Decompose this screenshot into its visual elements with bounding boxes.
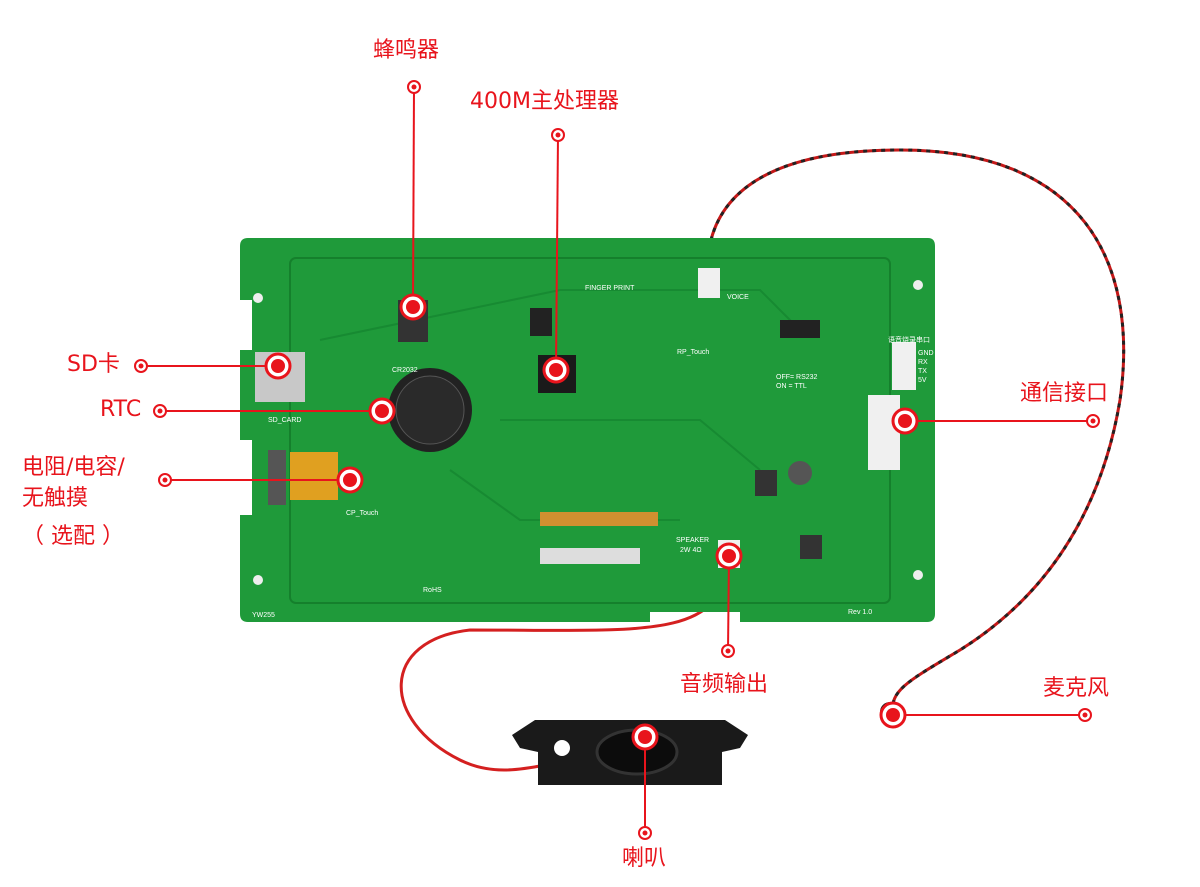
big-marker-dot-buzzer	[406, 300, 420, 314]
small-marker-dot-buzzer	[411, 84, 417, 90]
silk-finger-print: FINGER PRINT	[585, 285, 635, 292]
silk-rohs: RoHS	[423, 587, 442, 594]
label-touch-line2: 无触摸	[22, 486, 89, 511]
small-marker-dot-audio-out	[725, 648, 731, 654]
label-rtc: RTC	[100, 397, 142, 422]
silk-model: YW255	[252, 612, 275, 619]
big-marker-dot-speaker	[638, 730, 652, 744]
label-buzzer: 蜂鸣器	[373, 38, 440, 63]
label-sd-card: SD卡	[67, 352, 120, 377]
big-marker-dot-sd-card	[271, 359, 285, 373]
big-marker-dot-processor	[549, 363, 563, 377]
big-marker-dot-rtc	[375, 404, 389, 418]
silk-pin-gnd: GND	[918, 350, 934, 357]
small-marker-dot-processor	[555, 132, 561, 138]
big-marker-dot-microphone	[886, 708, 900, 722]
big-marker-dot-comm-port	[898, 414, 912, 428]
callout-line-buzzer	[412, 86, 415, 308]
microphone-cable	[705, 148, 1126, 713]
big-marker-dot-audio-out	[722, 549, 736, 563]
label-speaker: 喇叭	[622, 846, 667, 871]
silk-rs232: OFF= RS232	[776, 374, 818, 381]
label-touch-line1: 电阻/电容/	[22, 455, 125, 480]
callout-line-audio-out	[727, 555, 730, 652]
small-marker-dot-comm-port	[1090, 418, 1096, 424]
small-marker-dot-rtc	[157, 408, 163, 414]
silk-rev: Rev 1.0	[848, 609, 872, 616]
silk-speaker: SPEAKER	[676, 537, 709, 544]
silk-pin-rx: RX	[918, 359, 928, 366]
label-microphone: 麦克风	[1043, 676, 1110, 701]
label-audio-out: 音频输出	[680, 672, 769, 697]
small-marker-dot-microphone	[1082, 712, 1088, 718]
silk-cr2032: CR2032	[392, 367, 418, 374]
big-marker-dot-touch	[343, 473, 357, 487]
silk-ttl: ON = TTL	[776, 383, 807, 390]
label-processor: 400M主处理器	[470, 89, 619, 114]
small-marker-dot-sd-card	[138, 363, 144, 369]
silk-sd-card: SD_CARD	[268, 417, 301, 424]
silk-pin-tx: TX	[918, 368, 927, 375]
speaker-cable	[399, 564, 729, 772]
label-comm-port: 通信接口	[1020, 381, 1109, 406]
silk-burn-port: 语音烧录串口	[888, 335, 930, 344]
silk-cp-touch: CP_Touch	[346, 510, 378, 517]
label-touch-line3: （ 选配 ）	[22, 524, 124, 549]
small-marker-dot-touch	[162, 477, 168, 483]
small-marker-dot-speaker	[642, 830, 648, 836]
silk-pin-5v: 5V	[918, 377, 927, 384]
silk-speaker-spec: 2W 4Ω	[680, 547, 702, 554]
silk-rp-touch: RP_Touch	[677, 349, 709, 356]
callout-line-processor	[555, 134, 559, 371]
silk-voice: VOICE	[727, 294, 749, 301]
